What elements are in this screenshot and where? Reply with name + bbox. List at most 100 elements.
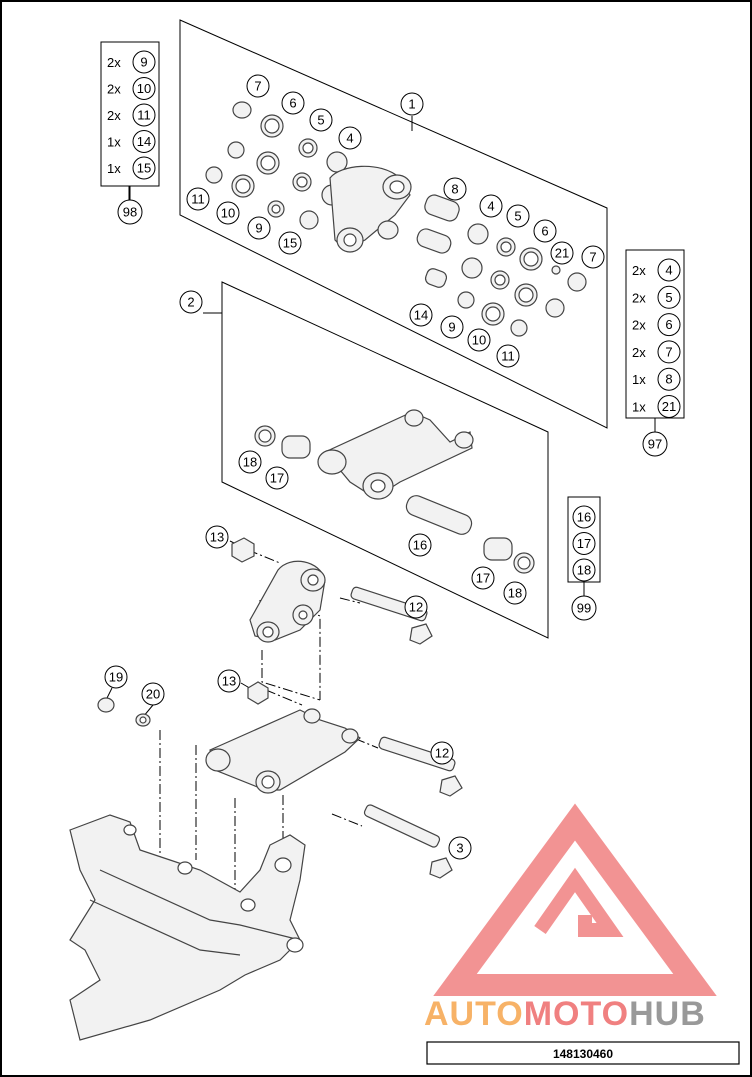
- panel-1-parts: [205, 101, 587, 337]
- callout-7-label: 7: [254, 79, 261, 94]
- callout-13-ring: [217, 669, 241, 693]
- callout-12-ring: [430, 741, 454, 765]
- watermark-logo: AUTOMOTOHUB: [424, 803, 717, 1033]
- svg-text:AUTOMOTOHUB: AUTOMOTOHUB: [424, 995, 706, 1033]
- document-number: 148130460: [553, 1047, 613, 1061]
- callout-9-ring: [440, 315, 464, 339]
- kit-item-part-ring: [657, 313, 681, 337]
- callout-15-label: 15: [283, 236, 297, 251]
- callout-2: 2: [179, 290, 203, 314]
- document-number-box: [426, 1041, 740, 1065]
- callout-5: 5: [309, 108, 333, 132]
- callout-18-label: 18: [508, 586, 522, 601]
- kit-item-part: 16: [572, 505, 596, 529]
- kit-item-part-ring: [572, 558, 596, 582]
- kit-item-qty: 2x: [632, 263, 646, 278]
- callout-5-ring: [309, 108, 333, 132]
- callout-19: 19: [104, 665, 128, 689]
- callout-5: 5: [506, 204, 530, 228]
- kit-item-part-ring: [657, 367, 681, 391]
- callout-3-label: 3: [456, 841, 463, 856]
- kit-item-qty: 2x: [632, 290, 646, 305]
- kit-item-part-ring: [132, 77, 156, 100]
- kit-item-part: 8: [657, 367, 681, 391]
- kit-item-part-ring: [657, 395, 681, 418]
- kit-item-qty: 2x: [632, 318, 646, 333]
- callout-9-ring: [247, 216, 271, 240]
- kit-ref-99-ring: [571, 595, 597, 621]
- callout-15-ring: [278, 231, 302, 255]
- callout-13-label: 13: [210, 530, 224, 545]
- panel-2-parts: [254, 409, 535, 574]
- callout-10-label: 10: [472, 333, 486, 348]
- callout-20-ring: [141, 682, 165, 706]
- kit-ref-98-label: 98: [123, 205, 137, 220]
- lower-assembly-parts: [69, 537, 463, 1041]
- kit-item-part-label: 4: [665, 263, 672, 278]
- kit-item-qty: 2x: [107, 108, 121, 123]
- callout-15: 15: [278, 231, 302, 255]
- kit-item-part-ring: [657, 258, 681, 282]
- logo-inner-mark: [534, 867, 624, 937]
- kit-item-part: 5: [657, 285, 681, 309]
- callout-13-ring: [205, 525, 229, 549]
- kit-ref-97-ring: [642, 431, 668, 457]
- callout-6: 6: [281, 91, 305, 115]
- logo-triangle: [433, 803, 717, 996]
- callout-2-label: 2: [187, 295, 194, 310]
- kit-item-part-label: 16: [577, 510, 591, 525]
- callout-19-label: 19: [109, 670, 123, 685]
- callout-11: 11: [496, 344, 520, 368]
- kit-item-part: 21: [657, 395, 681, 418]
- callout-17-label: 17: [476, 571, 490, 586]
- callout-4: 4: [338, 126, 362, 150]
- kit-item-part-label: 6: [665, 317, 672, 332]
- callout-14-ring: [409, 303, 433, 327]
- kit-item-part-ring: [572, 532, 596, 555]
- kit-item-part-ring: [657, 340, 681, 364]
- callout-12: 12: [404, 595, 428, 619]
- callout-5-ring: [506, 204, 530, 228]
- kit-item-part-label: 18: [577, 563, 591, 578]
- callout-6-ring: [281, 91, 305, 115]
- callout-10: 10: [216, 201, 240, 225]
- callout-13: 13: [205, 525, 229, 549]
- callout-4: 4: [479, 194, 503, 218]
- callout-4-label: 4: [346, 131, 353, 146]
- callout-5-label: 5: [317, 113, 324, 128]
- callout-10: 10: [467, 328, 491, 352]
- callout-12: 12: [430, 741, 454, 765]
- kit-ref-98-ring: [117, 199, 143, 225]
- callout-3: 3: [448, 836, 472, 860]
- kit-item-part-label: 15: [137, 161, 151, 176]
- callout-21-label: 21: [555, 246, 569, 261]
- kit-item-part: 18: [572, 558, 596, 582]
- kit-item-part: 17: [572, 532, 596, 555]
- callout-7-ring: [581, 245, 605, 269]
- callout-18-ring: [238, 450, 262, 474]
- kit-item-part: 15: [132, 156, 156, 180]
- callout-2-ring: [179, 290, 203, 314]
- callout-21-ring: [550, 241, 574, 265]
- callout-1-label: 1: [408, 97, 415, 112]
- kit-ref-97-label: 97: [648, 437, 662, 452]
- callout-6-ring: [533, 219, 557, 243]
- kit-item-part-label: 14: [137, 134, 151, 149]
- callout-17-label: 17: [270, 471, 284, 486]
- callout-14-label: 14: [414, 308, 428, 323]
- kit-ref-98: 98: [117, 199, 143, 225]
- callout-11-label: 11: [501, 349, 515, 364]
- callout-10-ring: [467, 328, 491, 352]
- kit-item-part-ring: [572, 505, 596, 529]
- kit-item-part-label: 17: [577, 536, 591, 551]
- kit-item-part: 14: [132, 130, 156, 153]
- kit-item-part-label: 21: [662, 399, 676, 414]
- callout-7: 7: [581, 245, 605, 269]
- kit-ref-99: 99: [571, 595, 597, 621]
- kit-item-part: 10: [132, 77, 156, 100]
